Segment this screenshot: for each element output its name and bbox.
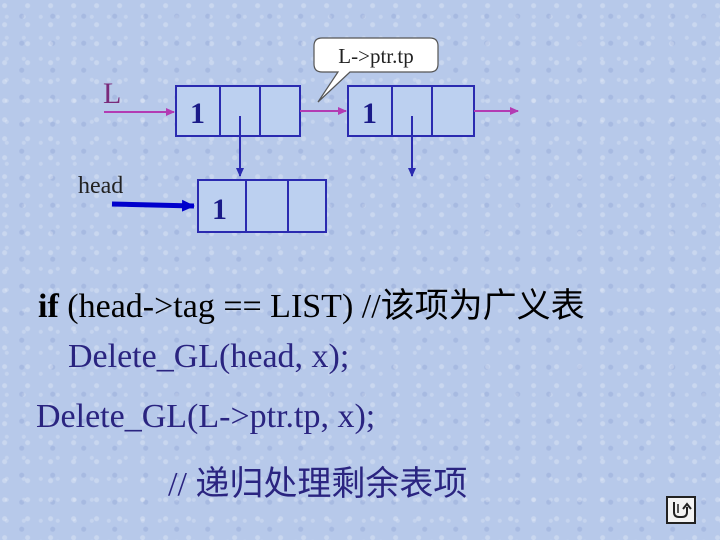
code-line-1: if (head->tag == LIST) //该项为广义表 bbox=[38, 278, 585, 327]
code-condition: (head->tag == LIST) //该项为广义表 bbox=[58, 288, 585, 325]
return-button[interactable] bbox=[666, 496, 696, 524]
callout-text: L->ptr.tp bbox=[338, 44, 413, 68]
callout-bubble bbox=[313, 37, 439, 103]
node-bottom: 1 bbox=[197, 179, 327, 233]
code-line-3: Delete_GL(L->ptr.tp, x); bbox=[36, 398, 376, 435]
return-arrow-icon bbox=[673, 502, 692, 518]
label-head: head bbox=[78, 173, 123, 199]
node-tag: 1 bbox=[362, 97, 377, 130]
node-tag: 1 bbox=[190, 97, 205, 130]
node-top-left: 1 bbox=[175, 85, 301, 137]
code-line-2: Delete_GL(head, x); bbox=[68, 338, 350, 375]
head-pointer-arrow bbox=[111, 199, 195, 212]
code-line-4: // 递归处理剩余表项 bbox=[168, 466, 468, 503]
code-keyword: if bbox=[38, 288, 59, 325]
node-tag: 1 bbox=[212, 193, 227, 226]
label-L: L bbox=[103, 77, 121, 110]
